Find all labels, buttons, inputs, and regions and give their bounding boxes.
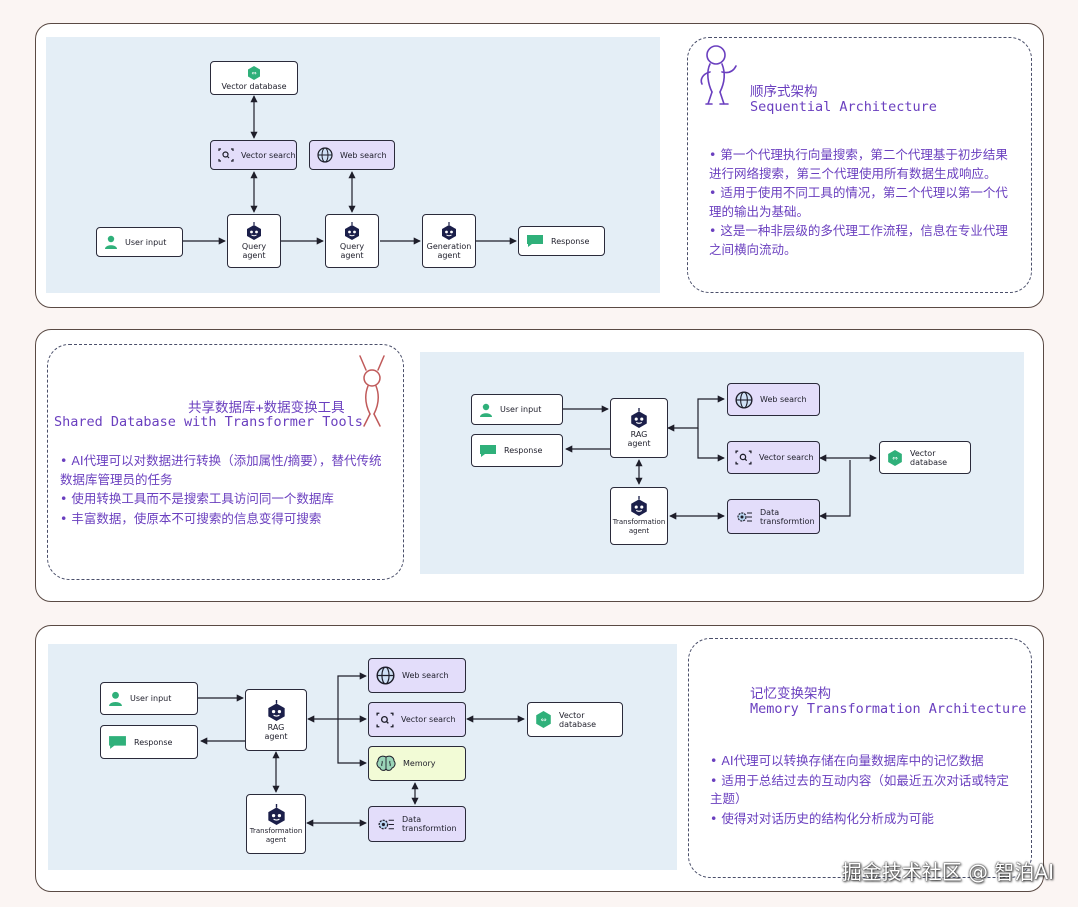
svg-text:⇔: ⇔: [251, 70, 256, 77]
web-search-label: Web search: [340, 150, 387, 160]
query-agent-2-label: Query agent: [339, 242, 365, 260]
memory-memory-node: Memory: [368, 746, 466, 781]
vector-search-node: Vector search: [210, 140, 297, 170]
memory-user-input-node: User input: [100, 682, 198, 715]
chat-bubble-icon: [108, 735, 127, 750]
memory-title-en: Memory Transformation Architecture: [750, 701, 1027, 717]
memory-web-search-node: Web search: [368, 658, 466, 693]
user-input-node: User input: [96, 227, 183, 257]
shared-response-label: Response: [504, 446, 543, 455]
vector-database-icon: ⇔: [535, 711, 552, 728]
user-icon: [108, 691, 123, 706]
chat-bubble-icon: [479, 444, 497, 458]
memory-memory-label: Memory: [403, 759, 436, 768]
memory-user-input-label: User input: [130, 694, 172, 703]
vector-database-node: ⇔ Vector database: [210, 61, 298, 95]
robot-agent-icon: [246, 222, 262, 240]
shared-rag-agent-node: RAG agent: [610, 398, 668, 458]
query-agent-1-label: Query agent: [241, 242, 267, 260]
shared-rag-agent-label: RAG agent: [627, 430, 651, 448]
memory-data-transformation-label: Data transformtion: [402, 815, 457, 833]
robot-agent-icon: [441, 222, 457, 240]
memory-bullet-1: AI代理可以转换存储在向量数据库中的记忆数据: [710, 752, 1010, 771]
shared-transformation-agent-label: Transformation agent: [612, 518, 666, 535]
generation-agent-node: Generation agent: [422, 214, 476, 268]
memory-web-search-label: Web search: [402, 671, 449, 680]
memory-response-label: Response: [134, 737, 173, 747]
memory-rag-agent-node: RAG agent: [245, 689, 307, 751]
shared-bullet-2: 使用转换工具而不是搜索工具访问同一个数据库: [60, 490, 385, 509]
search-icon: [735, 450, 752, 465]
vector-database-label: Vector database: [221, 81, 287, 91]
shared-response-node: Response: [471, 434, 563, 467]
vector-search-label: Vector search: [241, 150, 296, 160]
shared-title-en: Shared Database with Transformer Tools: [54, 414, 363, 430]
sequential-bullet-3: 这是一种非层级的多代理工作流程，信息在专业代理之间横向流动。: [709, 222, 1009, 259]
shared-data-transformation-node: Data transformtion: [727, 499, 820, 534]
memory-data-transformation-node: Data transformtion: [368, 806, 466, 842]
memory-bullet-2: 适用于总结过去的互动内容（如最近五次对话或特定主题）: [710, 772, 1010, 809]
shared-bullet-1: AI代理可以对数据进行转换（添加属性/摘要），替代传统数据库管理员的任务: [60, 452, 385, 489]
shared-user-input-label: User input: [500, 405, 542, 414]
robot-agent-icon: [630, 496, 648, 516]
sequential-title-en: Sequential Architecture: [750, 99, 937, 115]
globe-icon: [376, 666, 395, 685]
memory-vector-search-node: Vector search: [368, 702, 466, 737]
gear-transform-icon: [376, 815, 395, 834]
watermark: 掘金技术社区 @ 智泊AI: [841, 860, 1054, 884]
user-icon: [104, 235, 118, 249]
svg-text:⇔: ⇔: [892, 454, 898, 462]
globe-icon: [317, 147, 333, 163]
globe-icon: [735, 390, 753, 409]
shared-transformation-agent-node: Transformation agent: [610, 487, 668, 545]
robot-agent-icon: [267, 699, 286, 721]
gear-transform-icon: [735, 508, 753, 526]
vector-database-icon: ⇔: [247, 65, 261, 80]
query-agent-2-node: Query agent: [325, 214, 379, 268]
generation-agent-label: Generation agent: [426, 242, 472, 260]
memory-rag-agent-label: RAG agent: [264, 722, 288, 741]
svg-text:⇔: ⇔: [540, 715, 546, 724]
shared-user-input-node: User input: [471, 394, 563, 425]
memory-vector-database-label: Vector database: [559, 710, 597, 729]
shared-title-zh: 共享数据库+数据变换工具: [188, 400, 345, 416]
search-icon: [218, 148, 234, 162]
web-search-node: Web search: [309, 140, 395, 170]
shared-web-search-node: Web search: [727, 383, 820, 416]
sequential-bullet-1: 第一个代理执行向量搜索，第二个代理基于初步结果进行网络搜索，第三个代理使用所有数…: [709, 146, 1009, 183]
response-node: Response: [518, 226, 605, 256]
query-agent-1-node: Query agent: [227, 214, 281, 268]
shared-web-search-label: Web search: [760, 395, 807, 404]
memory-vector-search-label: Vector search: [401, 715, 456, 724]
chat-bubble-icon: [526, 234, 544, 248]
memory-response-node: Response: [100, 725, 198, 759]
robot-agent-icon: [630, 408, 648, 428]
shared-vector-database-label: Vector database: [910, 448, 948, 467]
memory-bullet-3: 使得对对话历史的结构化分析成为可能: [710, 810, 1010, 829]
sequential-bullet-2: 适用于使用不同工具的情况，第二个代理以第一个代理的输出为基础。: [709, 184, 1009, 221]
user-icon: [479, 403, 493, 417]
memory-bullets: AI代理可以转换存储在向量数据库中的记忆数据 适用于总结过去的互动内容（如最近五…: [710, 752, 1010, 829]
robot-agent-icon: [344, 222, 360, 240]
shared-data-transformation-label: Data transformtion: [760, 507, 815, 526]
shared-bullets: AI代理可以对数据进行转换（添加属性/摘要），替代传统数据库管理员的任务 使用转…: [60, 452, 385, 529]
brain-icon: [376, 755, 396, 772]
memory-transformation-agent-node: Transformation agent: [246, 794, 306, 854]
search-icon: [376, 712, 394, 728]
sequential-bullets: 第一个代理执行向量搜索，第二个代理基于初步结果进行网络搜索，第三个代理使用所有数…: [709, 146, 1009, 260]
memory-transformation-agent-label: Transformation agent: [249, 826, 303, 844]
robot-agent-icon: [267, 803, 286, 825]
sequential-title-zh: 顺序式架构: [750, 84, 818, 100]
shared-vector-database-node: ⇔ Vector database: [879, 441, 971, 474]
memory-title-zh: 记忆变换架构: [750, 686, 831, 702]
memory-vector-database-node: ⇔ Vector database: [527, 702, 623, 737]
shared-vector-search-label: Vector search: [759, 453, 814, 462]
response-label: Response: [551, 236, 590, 246]
user-input-label: User input: [125, 237, 167, 247]
vector-database-icon: ⇔: [887, 449, 903, 466]
shared-bullet-3: 丰富数据，使原本不可搜索的信息变得可搜索: [60, 510, 385, 529]
shared-vector-search-node: Vector search: [727, 441, 820, 474]
